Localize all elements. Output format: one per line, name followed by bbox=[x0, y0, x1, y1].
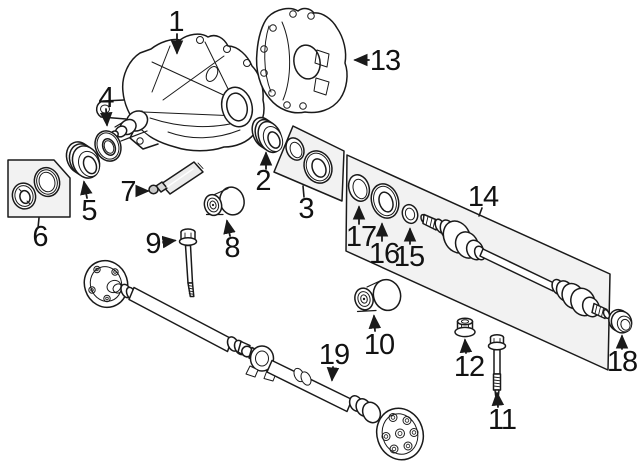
callout-8-label[interactable]: 8 bbox=[224, 232, 240, 264]
callout-5-leader bbox=[80, 180, 93, 199]
callout-16-label[interactable]: 16 bbox=[369, 238, 400, 270]
callout-10-label[interactable]: 10 bbox=[364, 329, 395, 361]
gasket-ring-17 bbox=[347, 174, 371, 202]
callout-18-label[interactable]: 18 bbox=[607, 346, 638, 378]
callout-3-label[interactable]: 3 bbox=[298, 193, 314, 225]
retaining-ring-15 bbox=[401, 203, 419, 225]
seal-kit-box bbox=[273, 125, 345, 202]
housing-cover bbox=[255, 7, 348, 114]
callout-7[interactable]: 7 bbox=[120, 176, 150, 208]
callout-1[interactable]: 1 bbox=[168, 6, 185, 55]
callouts: 1 2 3 4 5 6 7 bbox=[32, 6, 638, 436]
callout-1-label[interactable]: 1 bbox=[168, 6, 184, 38]
axle-shaft-kit-box bbox=[345, 154, 611, 371]
differential-housing bbox=[95, 33, 265, 152]
callout-4-label[interactable]: 4 bbox=[98, 82, 115, 114]
dust-cap bbox=[608, 308, 633, 334]
callout-12[interactable]: 12 bbox=[454, 338, 485, 383]
callout-9-leader bbox=[161, 235, 177, 249]
callout-10-leader bbox=[368, 314, 382, 332]
sealant-tube bbox=[148, 161, 204, 195]
callout-3-leader bbox=[302, 185, 305, 198]
rear-flange-ring bbox=[220, 86, 254, 128]
seal-ring-16 bbox=[370, 183, 400, 219]
callout-16[interactable]: 16 bbox=[369, 222, 400, 270]
callout-6-label[interactable]: 6 bbox=[32, 221, 48, 253]
mount-bolt-11 bbox=[487, 333, 507, 397]
callout-14-label[interactable]: 14 bbox=[468, 181, 500, 213]
callout-11-label[interactable]: 11 bbox=[488, 404, 517, 436]
callout-19[interactable]: 19 bbox=[319, 339, 350, 382]
callout-4-leader bbox=[99, 108, 113, 127]
callout-12-leader bbox=[459, 338, 473, 354]
callout-14[interactable]: 14 bbox=[468, 181, 500, 217]
mount-bolt-9 bbox=[178, 228, 198, 298]
callout-6[interactable]: 6 bbox=[32, 217, 49, 253]
sealing-ring bbox=[65, 141, 101, 179]
output-shaft-seal bbox=[251, 116, 284, 154]
callout-8[interactable]: 8 bbox=[223, 219, 241, 264]
callout-2-label[interactable]: 2 bbox=[255, 165, 271, 197]
callout-17-label[interactable]: 17 bbox=[346, 221, 377, 253]
callout-15[interactable]: 15 bbox=[394, 227, 425, 273]
callout-9[interactable]: 9 bbox=[145, 228, 177, 260]
callout-2[interactable]: 2 bbox=[255, 151, 273, 197]
callout-19-leader bbox=[326, 366, 340, 382]
callout-17[interactable]: 17 bbox=[346, 205, 377, 253]
callout-5-label[interactable]: 5 bbox=[81, 195, 97, 227]
seal-repair-kit-box bbox=[7, 159, 71, 218]
seal-ring-b bbox=[303, 150, 333, 184]
callout-13[interactable]: 13 bbox=[353, 45, 401, 77]
flange-nut bbox=[454, 317, 476, 338]
callout-10[interactable]: 10 bbox=[364, 314, 395, 361]
callout-14-leader bbox=[478, 207, 483, 217]
callout-9-label[interactable]: 9 bbox=[145, 228, 161, 260]
callout-15-label[interactable]: 15 bbox=[394, 241, 425, 273]
axle-shaft bbox=[420, 213, 611, 320]
callout-5[interactable]: 5 bbox=[80, 180, 98, 227]
shaft-seal bbox=[94, 130, 122, 162]
callout-12-label[interactable]: 12 bbox=[454, 351, 485, 383]
callout-8-leader bbox=[223, 219, 236, 237]
callout-7-label[interactable]: 7 bbox=[120, 176, 136, 208]
callout-6-leader bbox=[37, 217, 40, 229]
callout-11-leader bbox=[491, 391, 505, 408]
mount-bushing-8 bbox=[203, 186, 245, 217]
callout-13-label[interactable]: 13 bbox=[370, 45, 401, 77]
callout-4[interactable]: 4 bbox=[98, 82, 115, 127]
callout-11[interactable]: 11 bbox=[488, 391, 517, 436]
callout-3[interactable]: 3 bbox=[298, 185, 315, 225]
driveshaft bbox=[83, 259, 425, 461]
callout-18[interactable]: 18 bbox=[607, 334, 638, 378]
seal-ring-a bbox=[285, 137, 305, 161]
mount-bushing-10 bbox=[354, 278, 402, 313]
callout-19-label[interactable]: 19 bbox=[319, 339, 350, 371]
seal-ring-small bbox=[11, 182, 37, 210]
o-ring-large bbox=[33, 166, 61, 198]
